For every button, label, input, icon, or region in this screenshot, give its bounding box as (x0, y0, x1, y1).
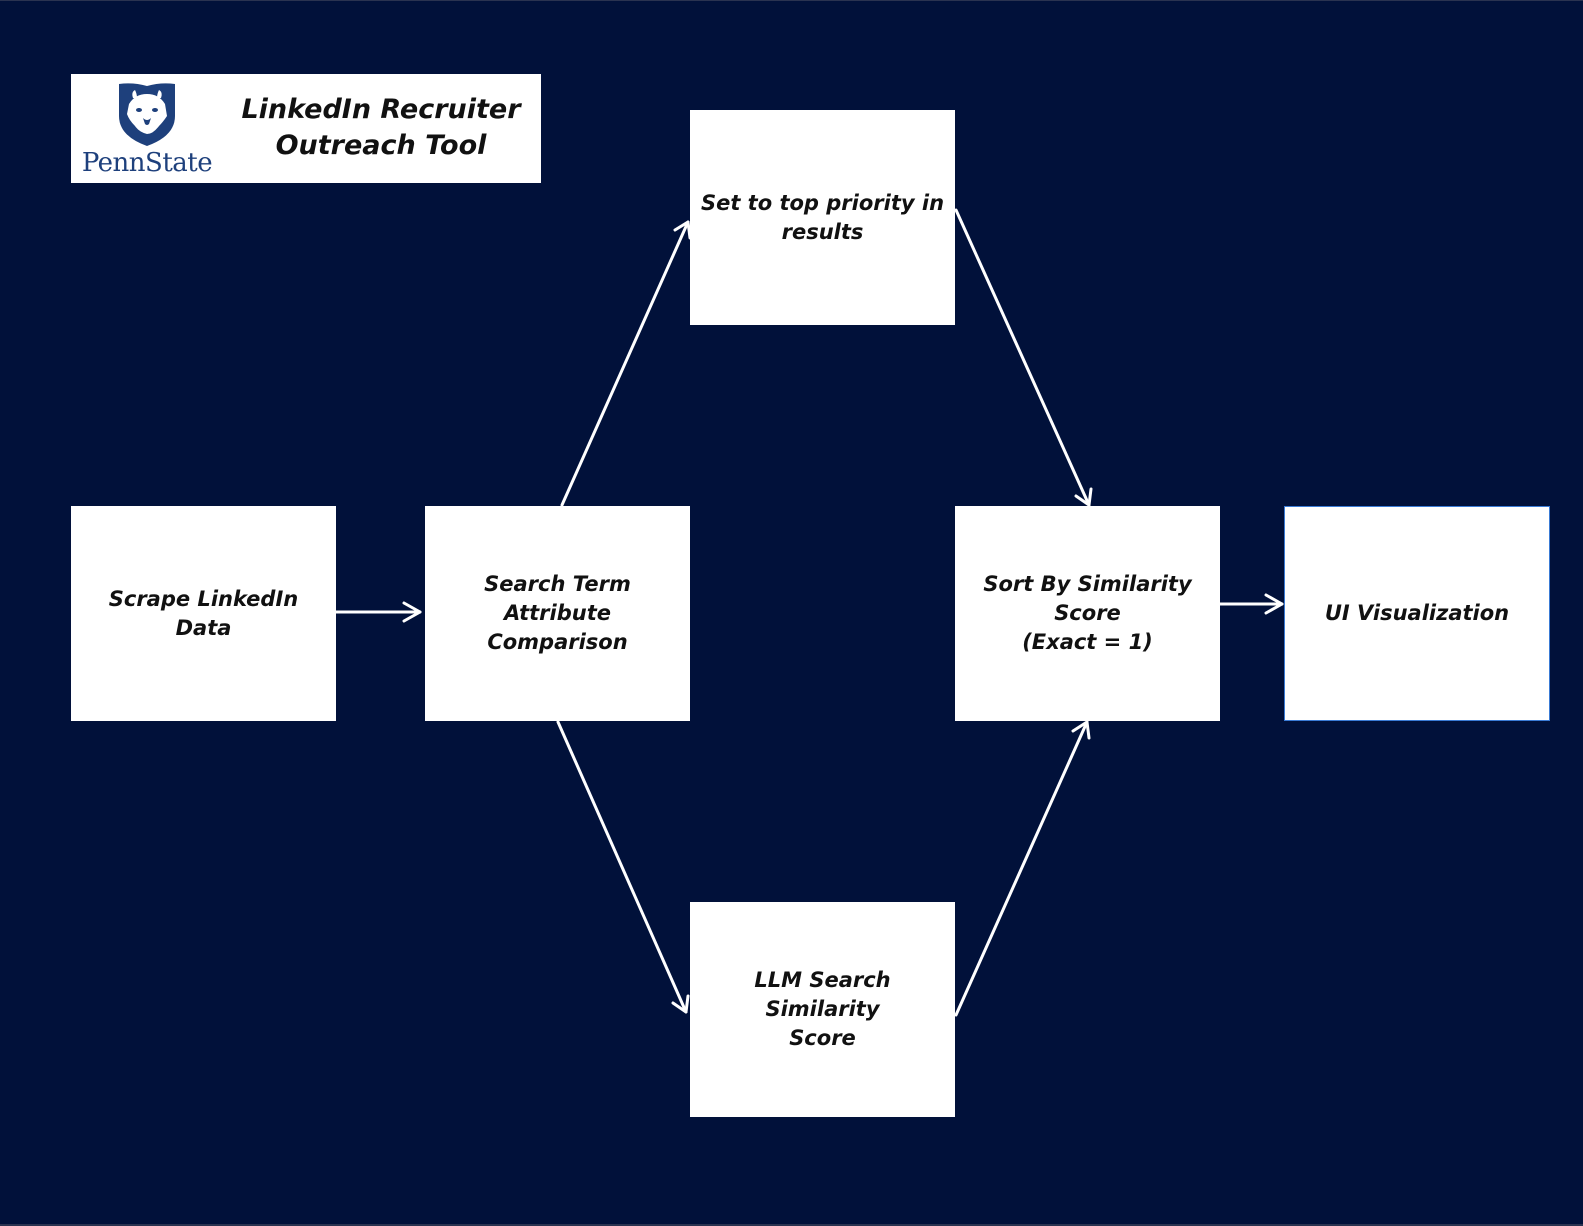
node-label: Scrape LinkedIn Data (108, 586, 299, 640)
node-llm-search-similarity-score: LLM Search Similarity Score (690, 902, 955, 1117)
bottom-border (0, 1224, 1583, 1226)
arrow-top-priority-to-sort (954, 208, 1093, 507)
pennstate-wordmark: PennState (81, 148, 213, 178)
node-search-term-attribute-comparison: Search Term Attribute Comparison (425, 506, 690, 721)
arrow-search-to-llm (556, 720, 690, 1014)
node-label: Sort By Similarity Score (Exact = 1) (983, 572, 1192, 654)
arrow-sort-to-ui (1217, 593, 1284, 615)
node-label: UI Visualization (1324, 601, 1510, 625)
diagram-title: LinkedIn Recruiter Outreach Tool (241, 94, 521, 161)
node-label: Set to top priority in results (700, 190, 945, 244)
node-sort-by-similarity-score: Sort By Similarity Score (Exact = 1) (955, 506, 1220, 721)
arrow-scrape-to-search (332, 601, 422, 623)
arrow-search-to-top-priority (560, 220, 692, 507)
node-label: Search Term Attribute Comparison (484, 572, 631, 654)
node-label: LLM Search Similarity Score (754, 968, 891, 1050)
pennstate-logo: PennState (75, 82, 215, 178)
top-border (0, 0, 1583, 1)
node-set-top-priority: Set to top priority in results (690, 110, 955, 325)
nittany-lion-shield-icon (119, 83, 175, 146)
node-scrape-linkedin-data: Scrape LinkedIn Data (71, 506, 336, 721)
title-box: PennState LinkedIn Recruiter Outreach To… (71, 74, 541, 183)
arrow-llm-to-sort (954, 720, 1091, 1017)
node-ui-visualization: UI Visualization (1284, 506, 1550, 721)
